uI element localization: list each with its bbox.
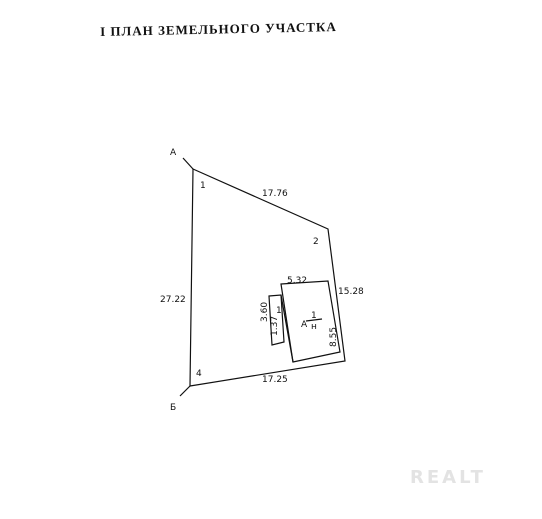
building-letter: А (301, 320, 308, 330)
building (268, 280, 341, 363)
building-main-outline (280, 280, 341, 363)
fraction-bar (305, 318, 323, 322)
annex-height: 3.60 (260, 302, 270, 322)
edge-length-left: 27.22 (160, 295, 186, 305)
corner-letter-b: Б (170, 403, 176, 413)
annex-number: 1 (276, 306, 282, 316)
fraction-denominator: н (311, 322, 317, 332)
corner-b-tick (179, 385, 191, 397)
edge-length-bottom: 17.25 (262, 375, 288, 385)
building-height: 8.55 (329, 327, 339, 347)
plot-boundary (179, 157, 346, 397)
building-divider (280, 294, 294, 363)
point-label-1: 1 (200, 181, 206, 191)
corner-a-tick (182, 157, 194, 170)
building-width: 5.32 (287, 276, 307, 286)
plot-outline (189, 168, 346, 387)
corner-letter-a: А (170, 148, 177, 158)
edge-length-top: 17.76 (262, 189, 288, 199)
watermark-logo: REALT (410, 467, 486, 488)
point-label-2: 2 (313, 237, 319, 247)
point-label-4: 4 (196, 369, 202, 379)
edge-length-right: 15.28 (338, 287, 364, 297)
annex-width: 1.37 (270, 316, 280, 336)
fraction-numerator: 1 (311, 311, 317, 321)
building-annex-outline (268, 294, 285, 346)
